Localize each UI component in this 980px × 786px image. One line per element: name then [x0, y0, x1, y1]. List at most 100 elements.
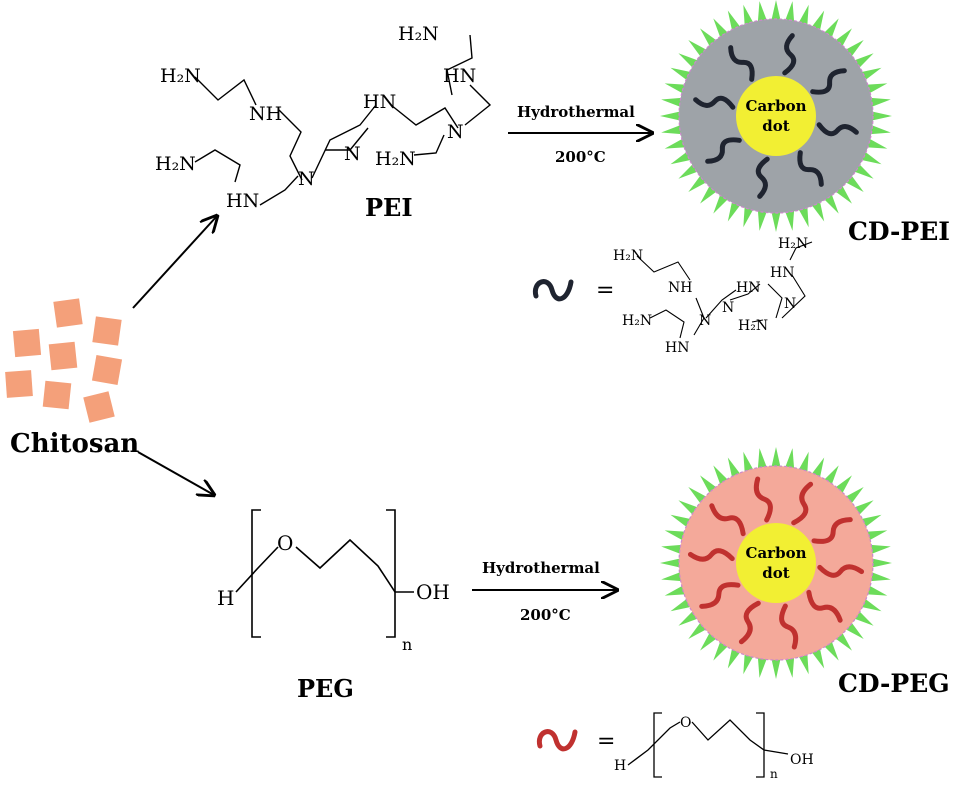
surface-spike: [660, 111, 682, 121]
cd-peg-particle: Carbon dot: [660, 447, 892, 679]
polymer-chain: [816, 122, 859, 137]
surface-spike: [869, 544, 891, 555]
legend-h2n-1: H₂N: [613, 248, 643, 264]
peg-legend-oh: OH: [790, 752, 814, 768]
polymer-chain: [699, 582, 741, 609]
cd-peg-label: CD-PEG: [838, 669, 950, 698]
surface-spike: [865, 585, 888, 596]
surface-spike: [798, 4, 809, 27]
polymer-chain: [693, 95, 736, 110]
chitosan-square: [53, 298, 83, 328]
polymer-chain: [810, 68, 847, 95]
chitosan-square: [48, 341, 78, 371]
pei-structure: H₂N NH H₂N HN N N HN H₂N HN N H₂N: [155, 23, 492, 212]
peg-legend-o: O: [680, 715, 691, 731]
surface-spike: [860, 514, 882, 528]
surface-spike: [660, 558, 682, 568]
chitosan-particles: [5, 298, 123, 423]
legend-hn-2: HN: [736, 280, 760, 296]
surface-spike: [664, 83, 687, 94]
surface-spike: [664, 138, 687, 149]
hydrothermal-label-top: Hydrothermal: [517, 103, 635, 121]
dot-text-top: dot: [762, 117, 789, 135]
surface-spike: [743, 652, 754, 675]
surface-spike: [757, 656, 768, 678]
pei-h2n-bottom-right: H₂N: [375, 148, 416, 170]
peg-legend-structure: [627, 712, 789, 778]
surface-spike: [757, 448, 768, 470]
surface-spike: [870, 111, 892, 121]
chitosan-square: [83, 391, 115, 423]
surface-spike: [869, 571, 891, 582]
surface-spike: [670, 514, 692, 528]
arrow-to-peg: [137, 451, 214, 495]
peg-chains: [687, 476, 865, 650]
surface-spike: [670, 67, 692, 81]
surface-spike: [771, 0, 781, 22]
carbon-text-bottom: Carbon: [746, 544, 807, 562]
polymer-chain: [687, 548, 735, 562]
legend-hn-3: HN: [770, 265, 794, 281]
surface-spike: [661, 124, 683, 135]
surface-spike: [865, 530, 888, 541]
surface-spike: [664, 530, 687, 541]
surface-spike: [664, 585, 687, 596]
polymer-chain: [738, 600, 761, 645]
surface-spike: [860, 67, 882, 81]
surface-spike: [860, 598, 882, 612]
surface-spike: [784, 656, 795, 678]
carbon-dot-core-top: [736, 76, 816, 156]
pei-legend-structure: H₂N NH H₂N HN N N HN H₂N HN N H₂N: [613, 236, 813, 356]
pei-chain-legend-icon: [532, 279, 574, 302]
pei-hn-bottom: HN: [226, 190, 259, 212]
surface-spike: [743, 4, 754, 27]
pei-chains: [693, 33, 859, 199]
chitosan-square: [91, 354, 123, 386]
surface-spike: [865, 83, 888, 94]
polymer-chain: [806, 589, 843, 623]
legend-n-2: N: [722, 300, 734, 316]
legend-h2n-3: H₂N: [778, 236, 808, 252]
peg-oh: OH: [416, 580, 450, 604]
surface-spike: [784, 1, 795, 23]
polymer-chain: [728, 45, 755, 82]
carbon-text-top: Carbon: [746, 97, 807, 115]
legend-h2n-4: H₂N: [738, 318, 768, 334]
surface-spike: [869, 97, 891, 108]
surface-spike: [870, 558, 892, 568]
surface-spike: [661, 571, 683, 582]
polymer-chain: [811, 517, 853, 544]
chitosan-square: [92, 316, 122, 346]
surface-spike: [798, 652, 809, 675]
surface-spike: [771, 210, 781, 232]
cd-pei-label: CD-PEI: [848, 217, 950, 246]
peg-label: PEG: [297, 674, 354, 703]
pei-n-mid: N: [344, 143, 361, 165]
surface-spike: [869, 124, 891, 135]
pei-h2n-top-right: H₂N: [398, 23, 439, 45]
surface-spike: [798, 205, 809, 228]
peg-o: O: [277, 531, 293, 555]
arrow-to-pei: [132, 216, 217, 309]
equals-bottom: =: [597, 729, 615, 754]
equals-top: =: [596, 278, 614, 303]
surface-spike: [798, 451, 809, 474]
surface-spike: [757, 209, 768, 231]
surface-spike: [743, 205, 754, 228]
surface-spike: [661, 544, 683, 555]
chitosan-square: [12, 328, 42, 358]
legend-n-3: N: [784, 296, 796, 312]
pei-hn-top: HN: [363, 91, 396, 113]
polymer-chain: [755, 156, 770, 199]
polymer-chain: [779, 603, 799, 650]
polymer-chain: [797, 150, 824, 187]
polymer-chain: [817, 564, 865, 578]
peg-chain-legend-icon: [536, 729, 578, 752]
chitosan-square: [42, 380, 72, 410]
polymer-chain: [709, 503, 746, 537]
hydrothermal-label-bottom: Hydrothermal: [482, 559, 600, 577]
dot-text-bottom: dot: [762, 564, 789, 582]
peg-legend-n: n: [770, 767, 778, 781]
surface-spike: [661, 97, 683, 108]
